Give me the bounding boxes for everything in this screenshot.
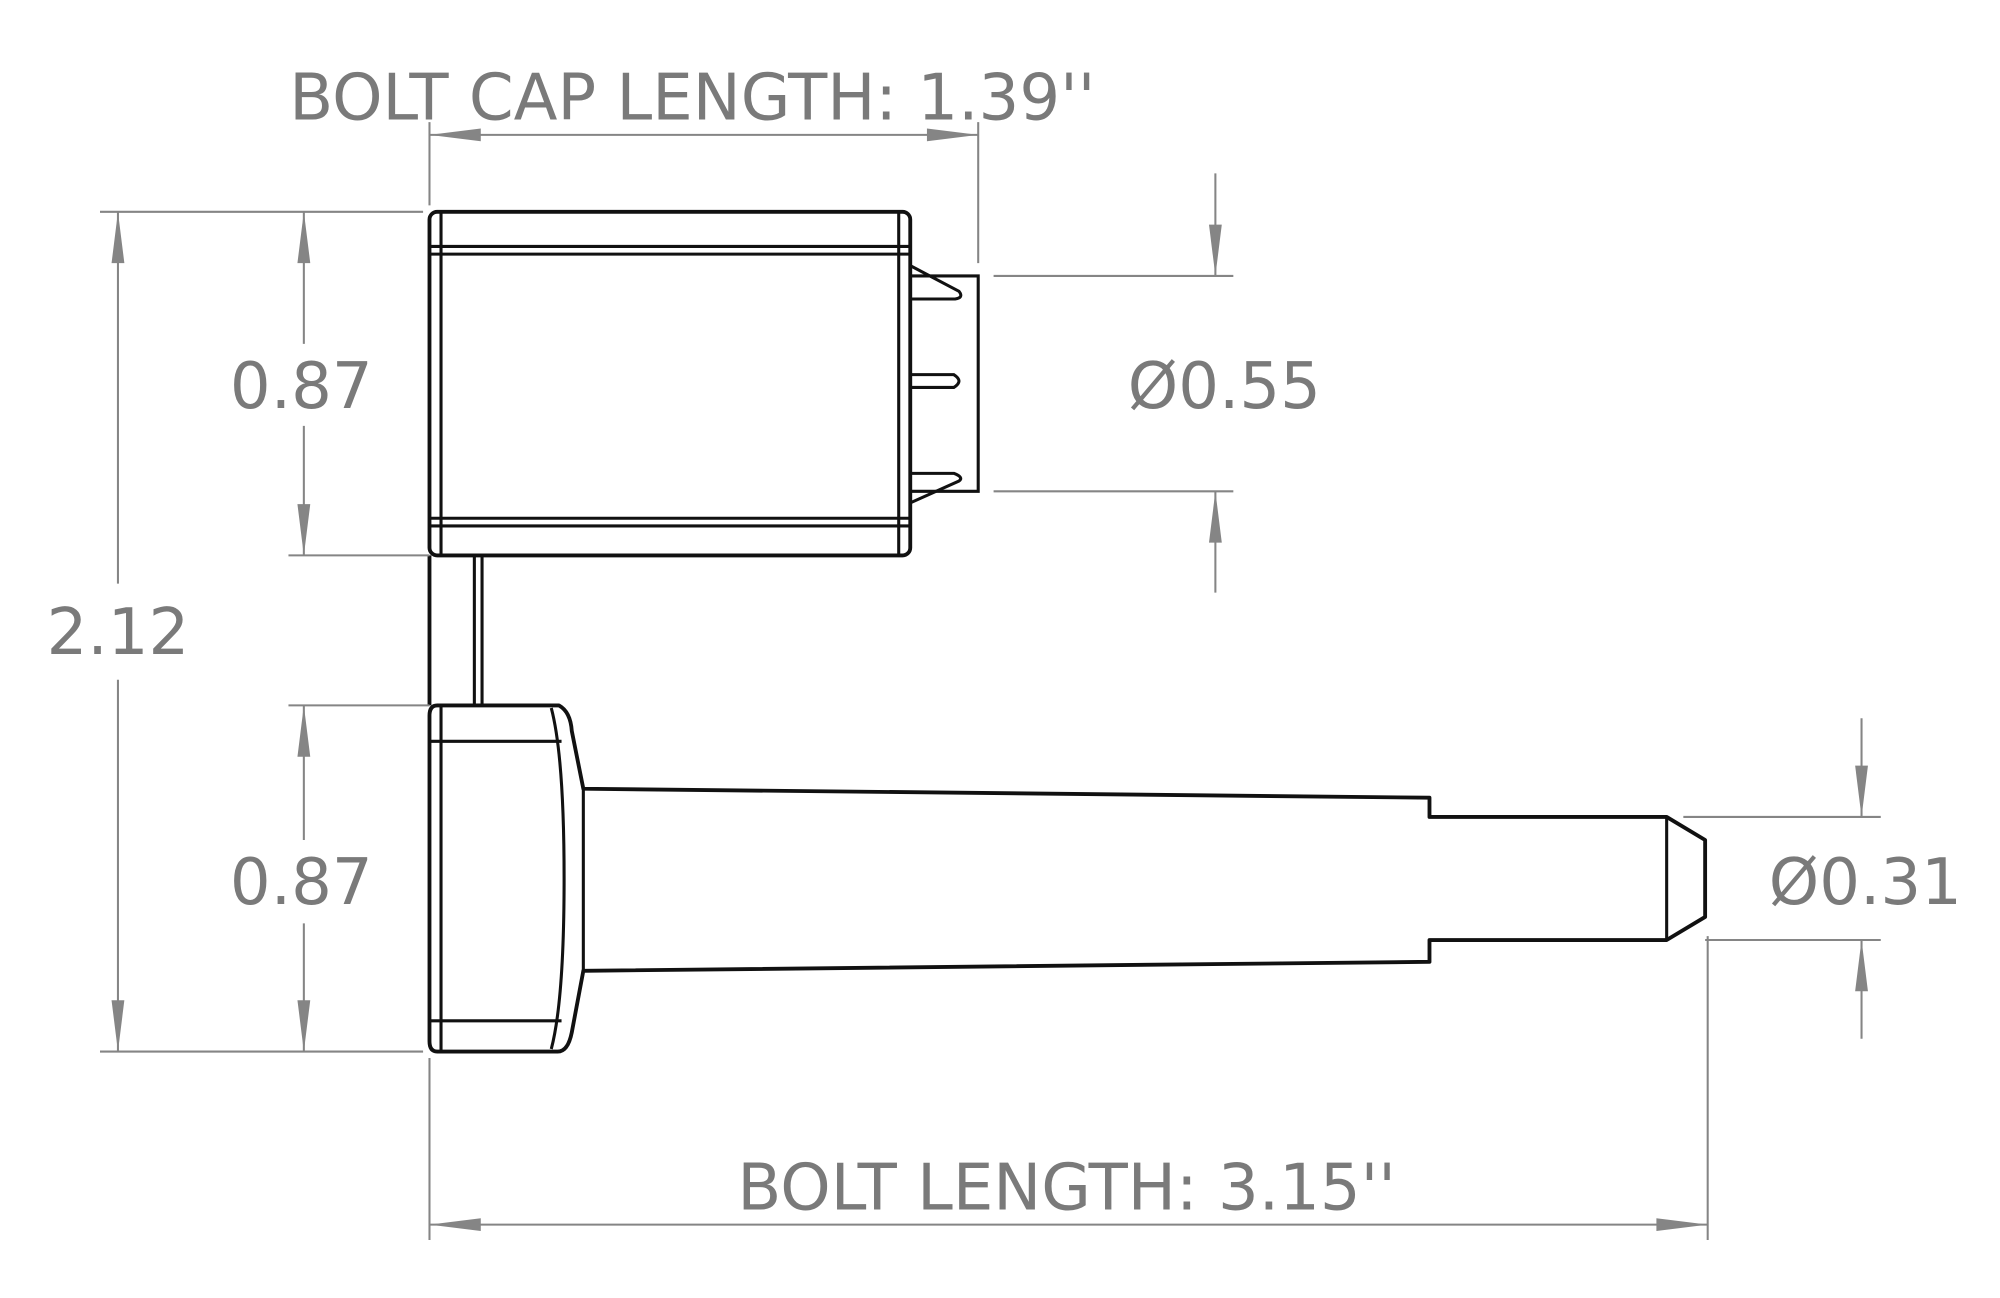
bolt bbox=[427, 703, 1708, 1054]
pin-diameter-label: Ø0.31 bbox=[1769, 846, 1962, 920]
cap-height-label: 0.87 bbox=[230, 350, 373, 424]
dimension-cap-height: 0.87 bbox=[230, 211, 430, 557]
cap-diameter-label: Ø0.55 bbox=[1128, 350, 1321, 424]
bolt-cap bbox=[427, 209, 980, 558]
dimension-pin-diameter: Ø0.31 bbox=[1683, 718, 1962, 1039]
dimension-bolt-cap-length: BOLT CAP LENGTH: 1.39'' bbox=[289, 62, 1095, 264]
connector-strip bbox=[427, 555, 484, 706]
dimension-cap-diameter: Ø0.55 bbox=[993, 173, 1321, 593]
bolt-head-height-label: 0.87 bbox=[230, 846, 373, 920]
bolt-length-label: BOLT LENGTH: 3.15'' bbox=[737, 1151, 1396, 1225]
dimension-bolt-length: BOLT LENGTH: 3.15'' bbox=[428, 936, 1709, 1241]
dimension-bolt-head-height: 0.87 bbox=[230, 704, 430, 1052]
bolt-cap-length-label: BOLT CAP LENGTH: 1.39'' bbox=[289, 62, 1095, 136]
dimension-overall-height: 2.12 bbox=[47, 210, 424, 1053]
overall-height-label: 2.12 bbox=[47, 596, 190, 670]
